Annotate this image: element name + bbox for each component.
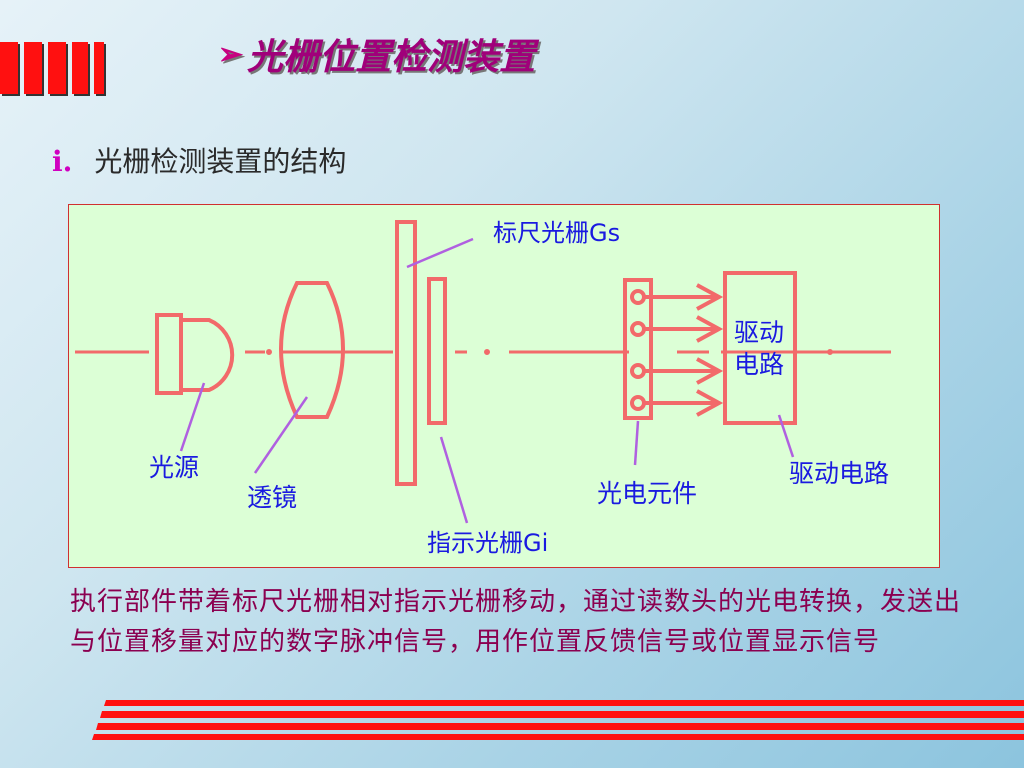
drive-box-line2: 电路 [733, 350, 784, 379]
label-scale-grating: 标尺光栅Gs [493, 219, 621, 247]
label-drive-circuit: 驱动电路 [789, 459, 890, 488]
grating-diagram-svg [75, 220, 891, 524]
label-lens: 透镜 [247, 483, 298, 512]
label-index-grating: 指示光栅Gi [427, 529, 549, 557]
section-heading: i. 光栅检测装置的结构 [52, 140, 346, 180]
photo-element-shape [623, 278, 653, 420]
section-heading-text: 光栅检测装置的结构 [94, 145, 347, 178]
drive-circuit-box-text: 驱动 电路 [729, 317, 789, 381]
title-arrow-icon: ➢ [218, 36, 244, 72]
decorative-stripes [92, 700, 1024, 740]
scale-grating-shape [395, 220, 417, 486]
slide-title-text: 光栅位置检测装置 [247, 36, 536, 78]
light-source-shape [155, 313, 235, 395]
logo-bars [0, 42, 106, 96]
leader-lines [179, 237, 795, 524]
signal-arrows [645, 283, 724, 417]
label-photo-element: 光电元件 [597, 479, 698, 508]
body-description: 执行部件带着标尺光栅相对指示光栅移动，通过读数头的光电转换，发送出与位置移量对应… [70, 587, 962, 657]
slide-title: ➢ 光栅位置检测装置 [218, 30, 535, 78]
section-number: i. [52, 145, 73, 178]
drive-circuit-box [723, 271, 797, 425]
label-light-source: 光源 [149, 453, 200, 482]
drive-box-line1: 驱动 [733, 318, 784, 347]
lens-shape [279, 281, 345, 419]
optical-axis [75, 349, 891, 355]
grating-diagram: 标尺光栅Gs 光源 透镜 指示光栅Gi 光电元件 驱动电路 驱动 电路 [68, 204, 940, 568]
index-grating-shape [427, 277, 447, 425]
